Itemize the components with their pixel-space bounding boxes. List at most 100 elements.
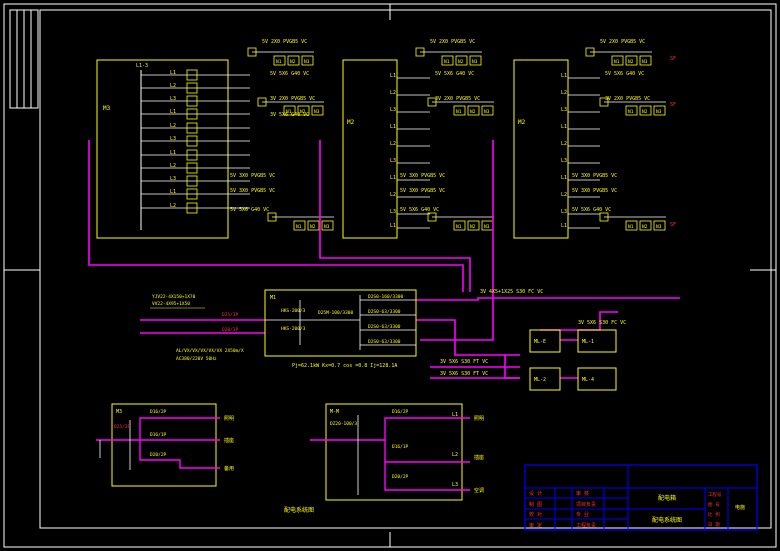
- right-branch-label: L1: [561, 124, 567, 130]
- left-branch-breaker: [186, 108, 198, 120]
- load-junction: [267, 212, 277, 222]
- load-label: N1: [276, 59, 282, 65]
- cable-label-m3: 3V 2X0 PVGB5 VC: [435, 96, 480, 102]
- sub-panel-d: [577, 367, 617, 391]
- tb-row2a: 制 图: [529, 501, 542, 508]
- bm-l1: L1: [452, 412, 458, 418]
- bottom-left-white: [99, 420, 131, 470]
- load-label: N2: [470, 109, 476, 115]
- load-box: [307, 220, 320, 231]
- bl-r2: 插座: [224, 437, 234, 444]
- main-panel: [264, 289, 417, 357]
- load-label: N1: [456, 109, 462, 115]
- load-box: [453, 105, 466, 116]
- cable-label-6: 5V 3X0 PVGB5 VC: [230, 188, 275, 194]
- bl-r3: 备用: [224, 465, 234, 472]
- right-branch-label: L1: [561, 73, 567, 79]
- load-box: [481, 105, 494, 116]
- load-box: [639, 55, 652, 66]
- load-box: [441, 55, 454, 66]
- load-box: [297, 105, 310, 116]
- load-label: N1: [286, 109, 292, 115]
- bm-l2: L2: [452, 452, 458, 458]
- load-label: N2: [310, 224, 316, 230]
- cable-label-m2: 5V 5X6 G40 VC: [435, 71, 474, 77]
- load-label: N3: [642, 59, 648, 65]
- incoming-note: AL/VX/VX/VX/VX/VX 2X50m/X: [176, 348, 244, 354]
- load-label: N1: [444, 59, 450, 65]
- load-box: [273, 55, 286, 66]
- sub-panel-a: [529, 329, 561, 353]
- bl-brk2: D16/1P: [150, 432, 167, 438]
- cable-label-r2: 5V 5X6 G40 VC: [605, 71, 644, 77]
- load-label: N2: [458, 59, 464, 65]
- load-label: N3: [656, 109, 662, 115]
- load-label: N2: [470, 224, 476, 230]
- incoming-1-label: YJV22-4X150+1X70: [152, 294, 196, 300]
- load-junction: [585, 47, 595, 57]
- cable-label-5: 5V 3X0 PVGB5 VC: [230, 173, 275, 179]
- cable-label-7: 5V 5X6 G40 VC: [230, 207, 269, 213]
- right-branch-label: L3: [561, 209, 567, 215]
- load-label: N2: [300, 109, 306, 115]
- load-junction: [257, 97, 267, 107]
- cable-label-m6: 5V 5X6 G40 VC: [400, 207, 439, 213]
- load-label: N1: [614, 59, 620, 65]
- side-tag-3: SF: [670, 222, 676, 228]
- bl-r1: 照明: [224, 416, 234, 422]
- load-label: N2: [642, 224, 648, 230]
- load-box: [467, 105, 480, 116]
- load-box: [453, 220, 466, 231]
- bl-brk3: D20/2P: [150, 452, 167, 458]
- cable-label-r1: 5V 2X0 PVGB5 VC: [600, 39, 645, 45]
- main-panel-label: M1: [270, 295, 276, 301]
- right-branch-label: L3: [561, 158, 567, 164]
- left-branch-breaker: [186, 162, 198, 174]
- sub-panel-d-label: ML-4: [582, 377, 594, 383]
- mid-branch-label: L2: [390, 90, 396, 96]
- tb-sheet: 电施: [735, 504, 745, 511]
- sub-feed-label-2: 3V 5X6 S30 FT VC: [440, 359, 488, 365]
- mid-branch-label: L1: [390, 223, 396, 229]
- cable-label-m5: 5V 3X0 PVGB5 VC: [400, 188, 445, 194]
- load-junction: [599, 212, 609, 222]
- left-branch-label: L1: [170, 189, 176, 195]
- load-label: N3: [324, 224, 330, 230]
- bm-r2: 插座: [474, 454, 484, 461]
- bottom-left-wiring: [96, 417, 220, 469]
- sub-feed-label-3: 3V 5X6 S30 FT VC: [440, 371, 488, 377]
- bottom-left-panel: [111, 403, 217, 487]
- load-box: [301, 55, 314, 66]
- left-branch-breaker: [186, 135, 198, 147]
- panel-left-label: M3: [103, 105, 111, 112]
- bl-rcd: D25/3P: [114, 424, 131, 430]
- mid-branch-label: L1: [390, 124, 396, 130]
- main-formula: Pj=62.1kW Kx=0.7 cos =0.8 Ij=128.1A: [292, 363, 397, 369]
- left-branch-label: L3: [170, 96, 176, 102]
- right-branch-label: L1: [561, 175, 567, 181]
- left-branch-label: L2: [170, 123, 176, 129]
- breaker-mid-label: D25M-100/3300: [318, 310, 354, 316]
- cable-label-2: 5V 5X6 G40 VC: [270, 71, 309, 77]
- tb-row2b: 项目负责: [576, 501, 596, 508]
- load-box: [467, 220, 480, 231]
- right-branch-label: L1: [561, 223, 567, 229]
- cable-label-3: 3V 2X0 PVGB5 VC: [270, 96, 315, 102]
- left-branch-breaker: [186, 95, 198, 107]
- main-feed-label: 3V 4X5+1X25 S30 FC VC: [480, 289, 543, 295]
- frame-ticks: [4, 4, 776, 547]
- load-box: [653, 220, 666, 231]
- load-box: [639, 220, 652, 231]
- load-box: [455, 55, 468, 66]
- load-box: [283, 105, 296, 116]
- left-branch-label: L2: [170, 203, 176, 209]
- panel-left-tag: L1-3: [136, 63, 148, 69]
- bm-brk2: D16/1P: [392, 444, 409, 450]
- load-label: N2: [628, 59, 634, 65]
- tap-b-label: D20/3P: [222, 327, 239, 333]
- sub-panel-a-label: ML-E: [534, 339, 546, 345]
